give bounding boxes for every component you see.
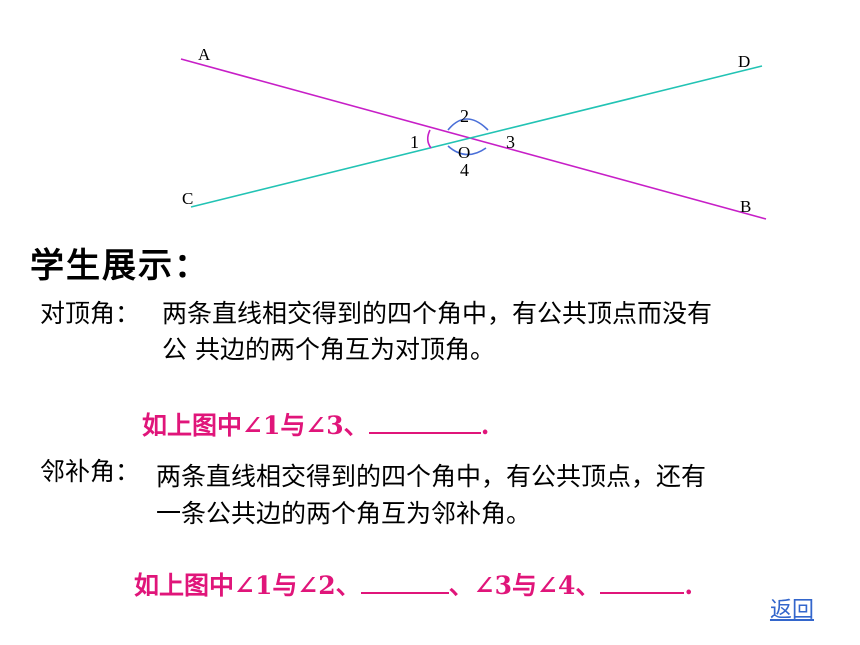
vertical-angles-definition-line1: 两条直线相交得到的四个角中，有公共顶点而没有 [162,299,713,328]
adjacent-example-end: . [684,571,694,600]
vertical-angles-example-end: . [480,411,490,440]
back-link[interactable]: 返回 [769,598,814,623]
adjacent-supplementary-definition-line1: 两条直线相交得到的四个角中，有公共顶点，还有 [156,462,707,491]
angle-4-arc [447,145,487,156]
point-label-o: O [458,143,470,162]
line-ab [180,58,767,220]
adjacent-supplementary-example: 如上图中∠1与∠2、 、∠3与∠4、. [134,566,693,602]
angle-2-arc [447,118,489,131]
angle-label-4: 4 [460,160,469,180]
point-label-d: D [738,52,750,71]
angle-1-arc [426,129,432,149]
vertical-angles-example-text: 如上图中∠1与∠3、 [142,411,369,440]
vertical-angles-example: 如上图中∠1与∠3、. [142,406,489,442]
answer-blank-vertical [368,410,481,434]
line-cd [190,65,763,208]
angle-label-2: 2 [460,106,469,126]
answer-blank-adjacent-2 [600,570,685,594]
vertical-angles-term: 对顶角： [40,299,141,328]
adjacent-example-text: 如上图中∠1与∠2、 [134,571,361,600]
point-label-b: B [740,197,751,216]
adjacent-example-middle: 、∠3与∠4、 [448,571,601,600]
vertical-angles-definition-line2: 公 共边的两个角互为对顶角。 [162,335,495,364]
point-label-a: A [198,45,211,64]
point-label-c: C [182,189,193,208]
angle-label-1: 1 [410,132,419,152]
intersecting-lines-diagram: A D C B O 1 2 3 4 [180,45,767,220]
answer-blank-adjacent-1 [360,570,449,594]
section-title: 学生展示： [30,246,210,286]
adjacent-supplementary-term: 邻补角： [40,457,141,486]
adjacent-supplementary-definition-line2: 一条公共边的两个角互为邻补角。 [156,499,532,528]
angle-label-3: 3 [506,132,515,152]
